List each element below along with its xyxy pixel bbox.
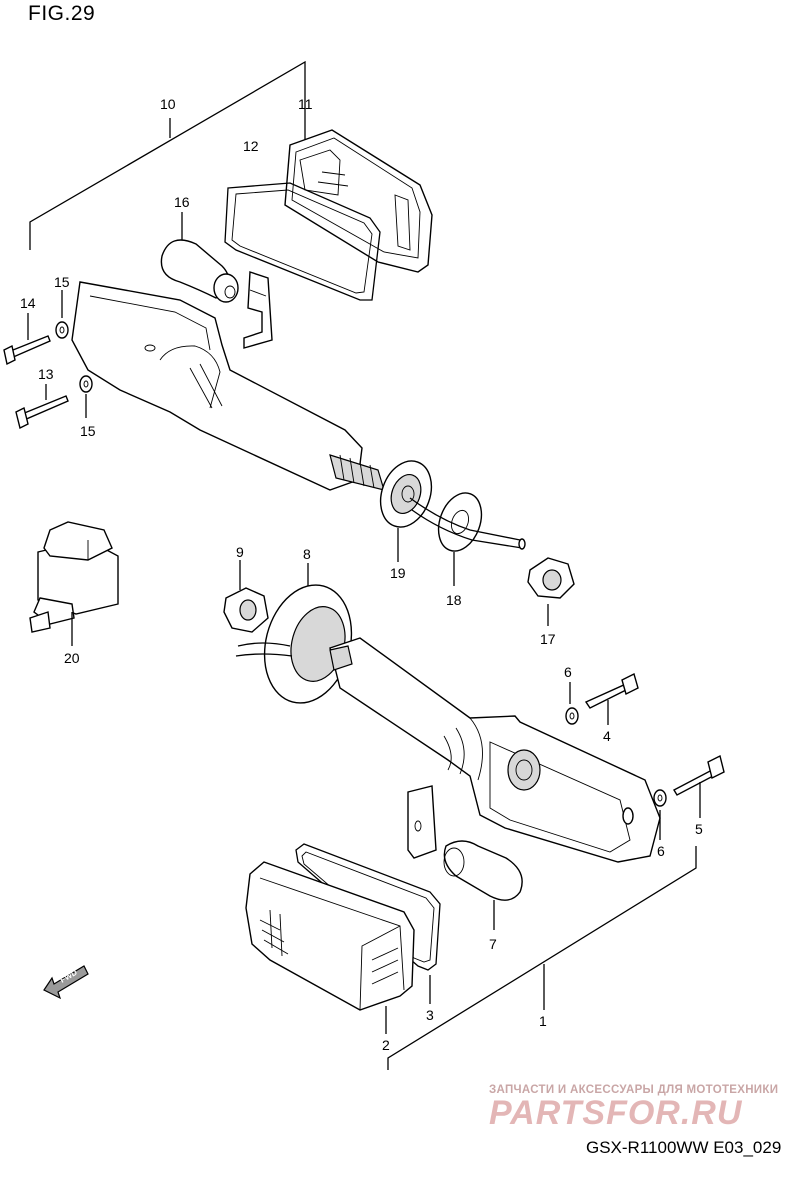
washer-15b <box>79 375 93 418</box>
fwd-arrow-icon <box>43 965 89 1000</box>
lower-signal-body <box>329 637 661 863</box>
model-code: GSX-R1100WW E03_029 <box>586 1138 782 1157</box>
callout-15b: 15 <box>80 423 96 439</box>
callout-20: 20 <box>64 650 80 666</box>
callout-6a: 6 <box>564 664 572 680</box>
screw-14 <box>3 313 51 366</box>
callout-15a: 15 <box>54 274 70 290</box>
wire-upper <box>409 497 526 550</box>
relay-20 <box>29 521 119 646</box>
callout-13: 13 <box>38 366 54 382</box>
washer-15a <box>55 290 69 339</box>
grommet-8 <box>235 563 353 704</box>
callout-19: 19 <box>390 565 406 581</box>
callout-7: 7 <box>489 936 497 952</box>
callout-8: 8 <box>303 546 311 562</box>
callout-11: 11 <box>298 96 313 112</box>
washer-18 <box>437 492 483 586</box>
bracket-line-1 <box>387 846 697 1070</box>
callout-2: 2 <box>382 1037 390 1053</box>
socket-clip-upper <box>243 271 273 349</box>
callout-9: 9 <box>236 544 244 560</box>
callout-6b: 6 <box>657 843 665 859</box>
screw-4 <box>584 672 639 725</box>
callout-12: 12 <box>243 138 259 154</box>
callout-17: 17 <box>540 631 556 647</box>
lens-2 <box>245 861 415 1034</box>
bracket-line-10 <box>29 60 306 250</box>
socket-clip-lower <box>407 785 437 859</box>
bulb-16 <box>160 212 239 303</box>
watermark-tagline: ЗАПЧАСТИ И АКСЕССУАРЫ ДЛЯ МОТОТЕХНИКИ <box>489 1084 779 1096</box>
screw-13 <box>15 384 69 430</box>
callout-16: 16 <box>174 194 190 210</box>
nut-17 <box>527 557 575 626</box>
nut-9 <box>223 560 269 633</box>
upper-signal-body <box>71 281 385 491</box>
figure-title: FIG.29 <box>28 2 96 25</box>
screw-5 <box>673 754 725 818</box>
washer-6b <box>653 789 667 840</box>
callout-4: 4 <box>603 728 611 744</box>
callout-5: 5 <box>695 821 703 837</box>
callout-10: 10 <box>160 96 176 112</box>
callout-18: 18 <box>446 592 462 608</box>
callout-3: 3 <box>426 1007 434 1023</box>
callout-1: 1 <box>539 1013 547 1029</box>
grommet-19 <box>379 460 433 562</box>
bulb-7 <box>443 840 523 930</box>
rear-lens-housing-11 <box>284 129 433 273</box>
callout-14: 14 <box>20 295 36 311</box>
watermark-logo: PARTSFOR.RU <box>489 1094 743 1132</box>
gasket-12 <box>224 182 381 301</box>
washer-6a <box>565 682 579 725</box>
